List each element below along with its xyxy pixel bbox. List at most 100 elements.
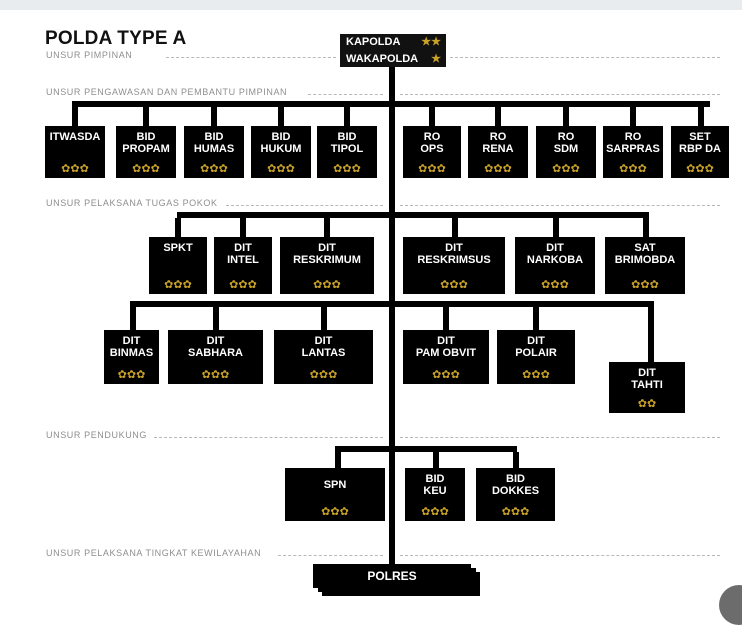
unit-label: DIT RESKRIMUM [293, 242, 361, 266]
connector-stub [143, 107, 149, 126]
unit-label: DIT TAHTI [631, 367, 663, 391]
rank-insignia-icon: ✿✿✿ [432, 369, 460, 381]
rank-insignia-icon: ✿✿✿ [440, 279, 468, 291]
connector-stub [72, 107, 78, 126]
rank-insignia-icon: ✿✿✿ [201, 369, 230, 381]
connector-stub [278, 107, 284, 126]
unit-bid-propam: BID PROPAM ✿✿✿ [116, 126, 176, 178]
connector-stub [630, 107, 636, 126]
rank-insignia-icon: ✿✿✿ [631, 279, 659, 291]
unit-label: DIT PAM OBVIT [415, 335, 477, 359]
row1-bus [72, 101, 710, 107]
unit-label: RO RENA [482, 131, 514, 155]
rank-insignia-icon: ✿✿✿ [541, 279, 569, 291]
connector-stub [130, 307, 136, 330]
unit-dit-polair: DIT POLAIR ✿✿✿ [497, 330, 575, 384]
unit-label: SPKT [163, 242, 193, 254]
connector-stub [563, 107, 569, 126]
unit-label: DIT RESKRIMSUS [417, 242, 491, 266]
unit-label: BID HUKUM [260, 131, 302, 155]
polres-box: POLRES [313, 564, 471, 588]
unit-dit-binmas: DIT BINMAS ✿✿✿ [104, 330, 159, 384]
unit-label: DIT SABHARA [188, 335, 243, 359]
rank-insignia-icon: ✿✿✿ [522, 369, 550, 381]
unit-dit-intel: DIT INTEL ✿✿✿ [214, 237, 272, 294]
connector-stub [533, 307, 539, 330]
unit-label: BID KEU [423, 473, 447, 497]
connector-stub [175, 218, 181, 237]
unit-bid-hukum: BID HUKUM ✿✿✿ [251, 126, 311, 178]
unit-spkt: SPKT ✿✿✿ [149, 237, 207, 294]
connector-stub [324, 218, 330, 237]
separator [400, 94, 720, 95]
section-label-pimpinan: UNSUR PIMPINAN [46, 50, 133, 60]
connector-stub [698, 107, 704, 126]
polres-label: POLRES [367, 569, 417, 583]
separator [308, 94, 383, 95]
row4-bus [335, 446, 517, 452]
unit-sat-brimobda: SAT BRIMOBDA ✿✿✿ [605, 237, 685, 294]
section-label-pengawasan: UNSUR PENGAWASAN DAN PEMBANTU PIMPINAN [46, 87, 288, 97]
unit-bid-tipol: BID TIPOL ✿✿✿ [317, 126, 377, 178]
unit-label: SPN [323, 479, 347, 491]
rank-insignia-icon: ✿✿✿ [619, 163, 647, 175]
row3-bus [130, 301, 654, 307]
unit-bid-keu: BID KEU ✿✿✿ [405, 468, 465, 521]
unit-label: DIT INTEL [227, 242, 259, 266]
unit-dit-narkoba: DIT NARKOBA ✿✿✿ [515, 237, 595, 294]
rank-insignia-icon: ✿✿✿ [321, 506, 349, 518]
unit-ro-ops: RO OPS ✿✿✿ [403, 126, 461, 178]
unit-label: ITWASDA [49, 131, 101, 143]
rank-insignia-icon: ✿✿✿ [686, 163, 714, 175]
separator [400, 205, 720, 206]
rank-insignia-icon: ✿✿✿ [200, 163, 228, 175]
connector-stub [443, 307, 449, 330]
unit-dit-sabhara: DIT SABHARA ✿✿✿ [168, 330, 263, 384]
unit-spn: SPN ✿✿✿ [285, 468, 385, 521]
separator [166, 57, 336, 58]
wakapolda-label: WAKAPOLDA [346, 53, 419, 65]
unit-ro-rena: RO RENA ✿✿✿ [468, 126, 528, 178]
rank-insignia-icon: ✿✿✿ [418, 163, 446, 175]
rank-insignia-icon: ✿✿✿ [309, 369, 338, 381]
rank-insignia-icon: ✿✿✿ [333, 163, 361, 175]
unit-label: SET RBP DA [679, 131, 721, 155]
unit-label: DIT LANTAS [301, 335, 346, 359]
unit-label: RO SDM [553, 131, 579, 155]
wakapolda-stars: ★ [431, 53, 441, 65]
rank-insignia-icon: ✿✿ [637, 398, 657, 410]
rank-insignia-icon: ✿✿✿ [484, 163, 512, 175]
kapolda-label: KAPOLDA [346, 36, 401, 48]
rank-insignia-icon: ✿✿✿ [61, 163, 89, 175]
unit-bid-humas: BID HUMAS ✿✿✿ [184, 126, 244, 178]
unit-dit-pam-obvit: DIT PAM OBVIT ✿✿✿ [403, 330, 489, 384]
unit-label: SAT BRIMOBDA [614, 242, 676, 266]
unit-ro-sdm: RO SDM ✿✿✿ [536, 126, 596, 178]
connector-stub [335, 452, 341, 468]
corner-badge [719, 585, 742, 625]
separator [278, 555, 383, 556]
unit-label: BID PROPAM [122, 131, 170, 155]
unit-dit-reskrimsus: DIT RESKRIMSUS ✿✿✿ [403, 237, 505, 294]
row3-tahti-link [648, 301, 654, 363]
kapolda-stars: ★★ [421, 36, 441, 48]
connector-stub [321, 307, 327, 330]
separator [450, 57, 720, 58]
row2-bus [177, 212, 649, 218]
wakapolda-box: WAKAPOLDA ★ [340, 51, 446, 67]
unit-ro-sarpras: RO SARPRAS ✿✿✿ [603, 126, 663, 178]
unit-label: DIT POLAIR [515, 335, 557, 359]
connector-stub [240, 218, 246, 237]
connector-stub [643, 218, 649, 237]
rank-insignia-icon: ✿✿✿ [313, 279, 341, 291]
rank-insignia-icon: ✿✿✿ [132, 163, 160, 175]
unit-itwasda: ITWASDA ✿✿✿ [45, 126, 105, 178]
section-label-pelaksana: UNSUR PELAKSANA TUGAS POKOK [46, 198, 218, 208]
unit-dit-lantas: DIT LANTAS ✿✿✿ [274, 330, 373, 384]
connector-stub [495, 107, 501, 126]
connector-stub [429, 107, 435, 126]
unit-label: BID TIPOL [330, 131, 364, 155]
rank-insignia-icon: ✿✿✿ [164, 279, 192, 291]
connector-stub [211, 107, 217, 126]
